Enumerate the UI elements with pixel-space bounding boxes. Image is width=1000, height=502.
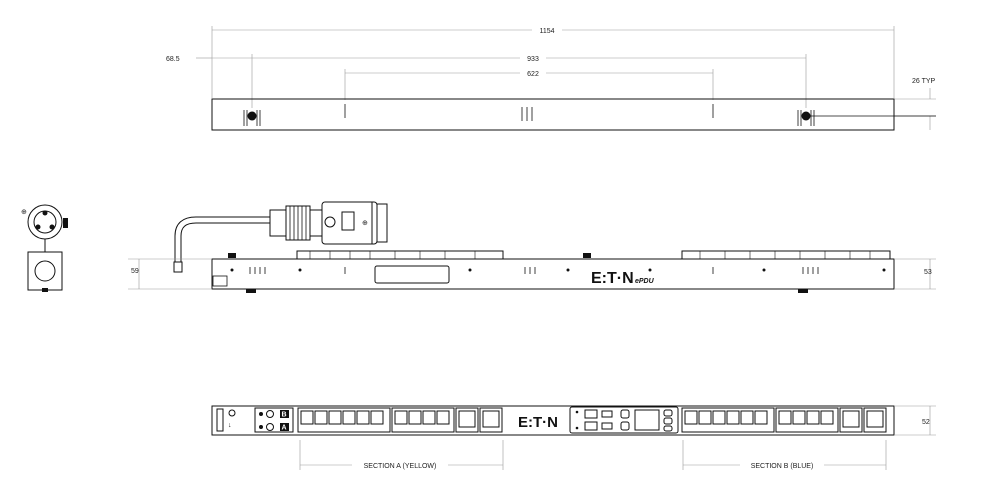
breaker-label-a: A xyxy=(282,425,287,432)
outlet-bank-b2 xyxy=(775,407,839,433)
outlet-c19-b xyxy=(839,407,887,433)
side-view: ⊕ xyxy=(128,201,936,293)
breaker-a[interactable]: A xyxy=(259,423,289,432)
dimension-mount-height: 26 TYP xyxy=(894,78,936,130)
dimension-end-offset: 68.5 xyxy=(166,54,253,108)
outlet-bank-a1 xyxy=(297,407,391,433)
dim-inner-span: 622 xyxy=(527,71,539,78)
outlet-bank-b1 xyxy=(681,407,775,433)
dim-side-left: 59 xyxy=(131,268,139,275)
dimension-mount-span: 933 xyxy=(252,53,807,108)
svg-text:↓: ↓ xyxy=(228,422,232,429)
dim-side-right: 53 xyxy=(924,269,932,276)
dimension-inner-span: 622 xyxy=(344,68,714,100)
dim-end-offset: 68.5 xyxy=(166,56,180,63)
dim-front-height: 52 xyxy=(922,419,930,426)
dimension-overall: 1154 xyxy=(211,25,895,98)
breaker-b[interactable]: B xyxy=(259,410,289,419)
logo-front: E:T·N xyxy=(518,414,558,431)
logo-side: E:T·N xyxy=(591,270,634,287)
outlet-c19-a xyxy=(455,407,503,433)
section-b-label: SECTION B (BLUE) xyxy=(751,463,814,470)
svg-text:⊕: ⊕ xyxy=(21,209,27,216)
controller-panel xyxy=(569,406,679,434)
dim-mount-height: 26 TYP xyxy=(912,78,936,85)
front-view: ↓ B A xyxy=(211,405,936,470)
breaker-label-b: B xyxy=(282,412,287,419)
product-name: ePDU xyxy=(635,278,655,285)
top-view xyxy=(211,98,936,131)
svg-text:⊕: ⊕ xyxy=(362,220,368,227)
dim-mount-span: 933 xyxy=(527,56,539,63)
outlet-bank-a2 xyxy=(391,407,455,433)
dim-overall-length: 1154 xyxy=(539,28,554,35)
section-a-label: SECTION A (YELLOW) xyxy=(364,463,437,470)
plug-end-view: ⊕ xyxy=(21,204,68,292)
